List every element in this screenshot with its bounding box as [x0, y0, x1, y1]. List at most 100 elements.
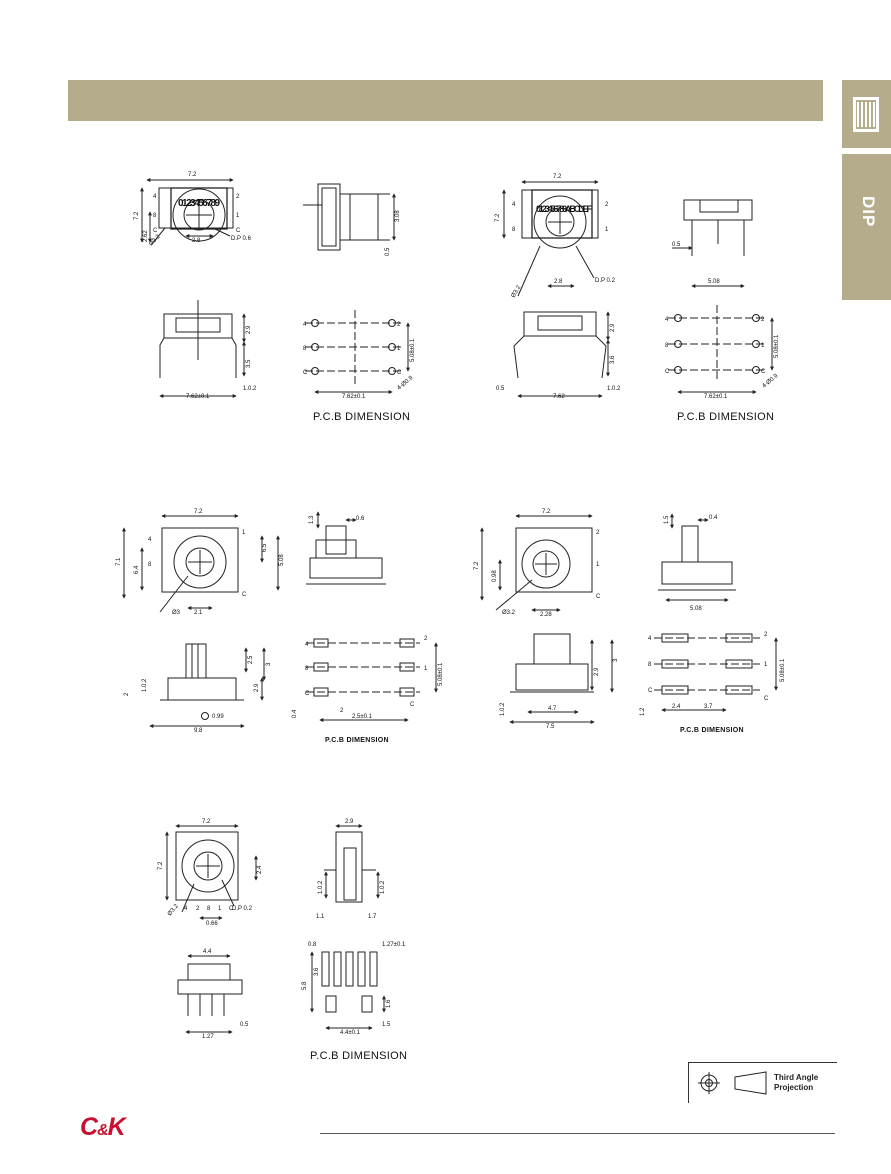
s2r-pcb: [654, 633, 778, 712]
s1r-pin-l0: 4: [512, 202, 516, 208]
s3-bl-2: 8: [207, 906, 211, 912]
s3-front-labels: 4.4 1.27 0.5: [202, 949, 249, 1040]
s2l-diam: Ø3: [172, 610, 181, 616]
s2l-pin-r0: 1: [242, 530, 246, 536]
s3-dp-label: D.P 0.2: [232, 906, 253, 912]
s2l-pcb-pitch: 2.5±0.1: [352, 714, 373, 720]
s1r-pcb: [668, 305, 774, 394]
s1r-front-width: 7.62: [553, 394, 565, 400]
s1l-front-labels: 2.9 3.5 7.62±0.1 1.0.2: [186, 325, 257, 400]
s3-pcb-pad-h: 1.6: [386, 999, 392, 1008]
s3-front-width: 4.4: [203, 949, 212, 955]
s2r-pcb-r0: 2: [764, 632, 768, 638]
s2l-front-width: 9.8: [194, 728, 203, 734]
s1r-top-width: 7.2: [553, 174, 562, 180]
s2l-side-view: [306, 511, 386, 585]
s3-side-view: [324, 824, 380, 903]
s2l-front-mid: 2.9: [254, 683, 260, 692]
s3-bottom-width: 0.66: [206, 921, 218, 927]
s1r-pcb-l0: 4: [665, 317, 669, 323]
s1r-pin-l1: 8: [512, 227, 516, 233]
s1r-pcb-r2: C: [761, 369, 766, 375]
s1l-dial-digits: 0123456789: [178, 198, 220, 209]
s3-top-labels: 7.2 7.2 D.P 0.2 Ø3.2 4 2 8 1 C 0.66 2.4: [158, 819, 263, 927]
s2l-pin-spacing: 5.08: [279, 554, 285, 566]
s2l-front-pin: 1.0.2: [142, 678, 148, 692]
projection-box: [688, 1062, 837, 1103]
s1r-front-left: 0.5: [496, 386, 505, 392]
s3-pcb-total: 5.8: [302, 981, 308, 990]
s1l-pcb-labels: 4 8 C 2 1 C 5.08±0.1 7.62±0.1 4-Ø0.9: [303, 322, 416, 400]
s1r-front-labels: 2.9 3.6 0.5 7.62 1.0.2: [496, 323, 621, 400]
s1r-side-pin-tip: 0.5: [672, 242, 681, 248]
s1l-pcb-dimension-label: P.C.B DIMENSION: [313, 411, 411, 423]
s3-side-right: 1.0.2: [380, 880, 386, 894]
s1r-pcb-width: 7.62±0.1: [704, 394, 728, 400]
s2r-pcb-l0: 4: [648, 636, 652, 642]
s2l-pcb-l0: 4: [305, 642, 309, 648]
s1l-pcb-r1: 1: [397, 346, 401, 352]
s1r-pcb-dimension-label: P.C.B DIMENSION: [677, 411, 775, 423]
s1l-side-pin-length: 3.08: [395, 210, 401, 222]
s1r-bottom-width: 2.8: [554, 279, 563, 285]
s3-bl-1: 2: [196, 906, 200, 912]
s2r-pcb-pad: 1.2: [640, 707, 646, 716]
s2r-pcb-r2: C: [764, 696, 769, 702]
s1l-dp-label: D.P 0.6: [231, 236, 252, 242]
s3-front-tip: 0.5: [240, 1022, 249, 1028]
s1r-top-labels: 7.2 7.2 2.8 D.P 0.2 Ø3.2 4 8 C 2 1 C 012…: [495, 174, 616, 299]
side-tab-dip[interactable]: [842, 154, 891, 300]
s2l-pcb-labels: 4 8 C 2 1 C 5.08±0.1 2.5±0.1 2 0.4: [292, 636, 444, 720]
s3-side-foot-l: 1.1: [316, 914, 325, 920]
s1r-side-spacing: 5.08: [708, 279, 720, 285]
s2r-pcb-r1: 1: [764, 662, 768, 668]
projection-text: Third Angle Projection: [774, 1073, 818, 1093]
s2l-pin-l1: 8: [148, 562, 152, 568]
s1r-dp-label: D.P 0.2: [595, 278, 616, 284]
s2r-bottom-width: 2.28: [540, 612, 552, 618]
logo-amp: &: [97, 1122, 109, 1139]
s2r-side-height: 7.2: [474, 561, 480, 570]
s1l-pcb: [305, 310, 410, 394]
s1l-pcb-l0: 4: [303, 322, 307, 328]
side-tab-label: DIP: [859, 196, 878, 228]
s1l-side-height: 7.2: [134, 211, 140, 220]
s2r-front-mid: 2.9: [594, 667, 600, 676]
s1r-pcb-l2: C: [665, 369, 670, 375]
s1r-front-pin: 1.0.2: [607, 386, 621, 392]
s2l-pcb-offset: 2: [340, 708, 344, 714]
s1l-pin-l0: 4: [153, 194, 157, 200]
s3-right-height: 2.4: [257, 865, 263, 874]
s2r-front-pin: 1.0.2: [500, 702, 506, 716]
s2r-top-labels: 7.2 7.2 0.98 Ø3.2 2.28 2 1 C: [474, 509, 601, 618]
s2r-front-inner: 4.7: [548, 706, 557, 712]
s2l-bottom-width: 2.1: [194, 610, 203, 616]
s1l-front-mid: 3.5: [246, 359, 252, 368]
s3-pcb-dimension-label: P.C.B DIMENSION: [310, 1050, 408, 1062]
s1r-pcb-r1: 1: [761, 343, 765, 349]
s1r-side-labels: 0.5 5.08: [672, 242, 720, 285]
s2r-side-tab: 0.4: [709, 515, 718, 521]
s2r-front-total: 3: [613, 658, 619, 662]
s2r-pcb-l1: 8: [648, 662, 652, 668]
s3-side-height: 7.2: [158, 861, 164, 870]
projection-line2: Projection: [774, 1083, 814, 1092]
s2l-front-labels: 2.5 3 2.9 1.0.2 2 0.99 9.8: [124, 655, 272, 734]
s3-pcb-top-right: 1.27±0.1: [382, 942, 406, 948]
s2l-pin-top: 6.5: [262, 543, 268, 552]
s1l-pcb-hole: 4-Ø0.9: [396, 375, 414, 392]
s1l-pin-l2: C: [153, 228, 158, 234]
s2l-front-foot: 0.99: [212, 714, 224, 720]
s3-side-labels: 2.9 1.0.2 1.0.2 1.1 1.7: [316, 819, 386, 920]
s1r-pcb-hole: 4-Ø0.9: [761, 373, 779, 390]
s1l-front-pin: 1.0.2: [243, 386, 257, 392]
ck-logo: C&K: [80, 1113, 126, 1142]
s2l-pcb-spacing: 5.08±0.1: [438, 662, 444, 686]
s1l-pin-r2: C: [236, 228, 241, 234]
s1l-side-view: [303, 183, 396, 251]
s1r-pcb-spacing: 5.08±0.1: [774, 334, 780, 358]
s2l-pcb-r0: 2: [424, 636, 428, 642]
s1l-inner-height: 2.62: [143, 230, 149, 242]
s3-side-left: 1.0.2: [318, 880, 324, 894]
